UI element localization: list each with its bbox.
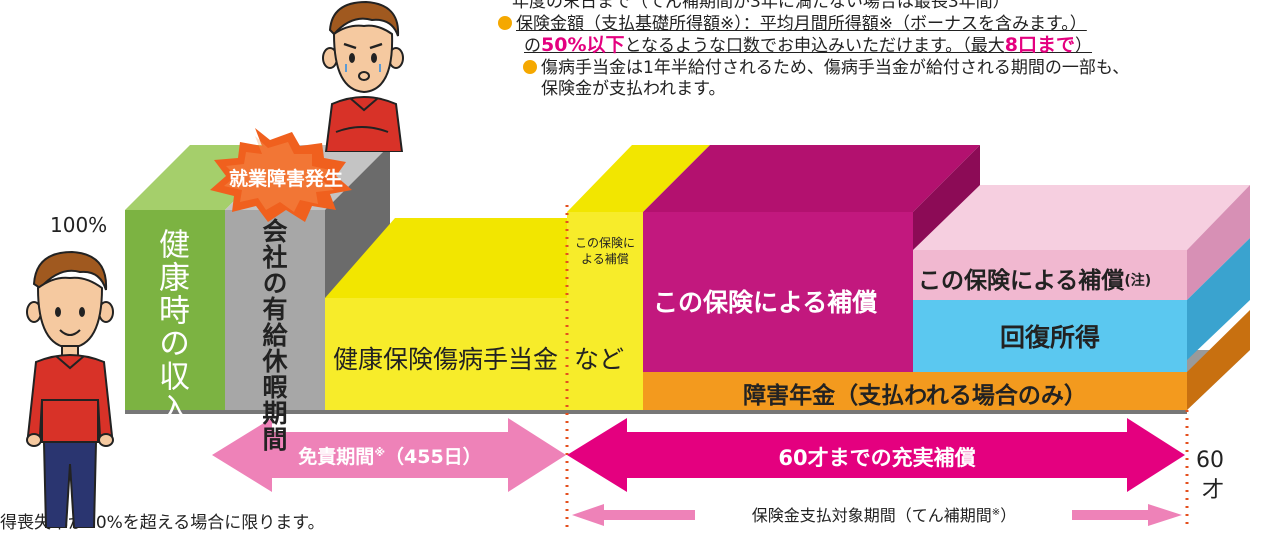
- burst-label: 就業障害発生: [228, 168, 343, 190]
- healthy-person-illustration: [26, 250, 114, 528]
- recovery-income-label: 回復所得: [999, 323, 1100, 352]
- right-coverage-label: この保険による補償(注): [918, 261, 1151, 295]
- cyan-block-side: [1187, 238, 1250, 360]
- main-coverage-label: この保険による補償: [653, 288, 878, 317]
- exemption-label: 免責期間※（455日）: [272, 442, 508, 469]
- gray-block: [225, 210, 325, 410]
- bullet-icon: [498, 16, 512, 30]
- right-coverage-text: この保険による補償: [918, 268, 1125, 294]
- disability-pension-label: 障害年金（支払われる場合のみ）: [743, 383, 1087, 409]
- coverage-period-label-b: ※: [991, 507, 1001, 518]
- note-line-3-b: 50%以下: [541, 34, 625, 56]
- note-line-5: 保険金が支払われます。: [541, 79, 726, 99]
- note-line-4-text: 傷病手当金は1年半給付されるため、傷病手当金が給付される期間の一部も、: [541, 58, 1130, 78]
- healthy-income-label: 健康時の収入: [153, 228, 189, 426]
- magenta-block-side: [913, 145, 980, 260]
- pink-block-side: [1187, 185, 1250, 300]
- coverage-period-label-a: 保険金支払対象期間（てん補期間: [751, 506, 992, 525]
- orange-block-side: [1187, 310, 1250, 410]
- etc-label: など: [574, 345, 625, 374]
- note-line-3-e: ）: [1075, 36, 1093, 56]
- exemption-label-b: ※: [374, 446, 386, 459]
- small-yellow-top: [567, 145, 710, 212]
- yellow-block: [325, 298, 567, 410]
- sickness-allowance-label: 健康保険傷病手当金: [333, 345, 559, 374]
- bullet-icon: [523, 60, 537, 74]
- paid-leave-label: 会社の有給休暇期間: [259, 218, 288, 452]
- right-coverage-note: (注): [1124, 273, 1152, 289]
- pink-block-top: [913, 185, 1250, 250]
- note-line-3-c: となるような口数でお申込みいただけます。（最大: [624, 36, 1005, 56]
- exemption-label-c: （455日）: [385, 446, 482, 468]
- green-block: [125, 210, 225, 410]
- age-label-number: 60: [1196, 448, 1224, 473]
- coverage-period-label-c: ）: [1000, 506, 1017, 525]
- note-line-3-d: 8口まで: [1004, 34, 1076, 56]
- note-line-4: 傷病手当金は1年半給付されるため、傷病手当金が給付される期間の一部も、: [523, 58, 1129, 79]
- note-line-2: 保険金額（支払基礎所得額※）：平均月間所得額※（ボーナスを含みます。）: [498, 14, 1087, 35]
- coverage-period-arrow-right: [1072, 504, 1182, 526]
- magenta-block-top: [643, 145, 980, 212]
- pink-block: [913, 250, 1187, 300]
- coverage-period-arrow-left: [572, 504, 695, 526]
- magenta-block: [643, 212, 913, 372]
- full-coverage-label: 60才までの充実補償: [778, 446, 976, 470]
- burst-shape: [210, 128, 352, 222]
- worried-person-illustration: [322, 0, 404, 152]
- small-yellow-block: [567, 212, 643, 410]
- note-line-2-text: 保険金額（支払基礎所得額※）：平均月間所得額※（ボーナスを含みます。）: [516, 14, 1087, 34]
- percent-label: 100%: [50, 213, 108, 237]
- exemption-label-a: 免責期間: [298, 446, 375, 468]
- full-coverage-arrow: [567, 418, 1185, 492]
- exemption-arrow: [212, 418, 566, 492]
- orange-block: [643, 372, 1187, 410]
- small-coverage-label: この保険による補償: [574, 236, 635, 266]
- cyan-block: [913, 300, 1187, 372]
- note-line-3: の50%以下となるような口数でお申込みいただけます。（最大8口まで）: [524, 35, 1092, 57]
- note-line-1: 年度の末日まで（てん補期間が3年に満たない場合は最長3年間）: [512, 0, 1010, 12]
- note-line-3-a: の: [524, 36, 541, 56]
- age-label-unit: 才: [1202, 478, 1225, 503]
- yellow-block-top: [325, 218, 645, 298]
- coverage-period-label: 保険金支払対象期間（てん補期間※）: [700, 502, 1068, 526]
